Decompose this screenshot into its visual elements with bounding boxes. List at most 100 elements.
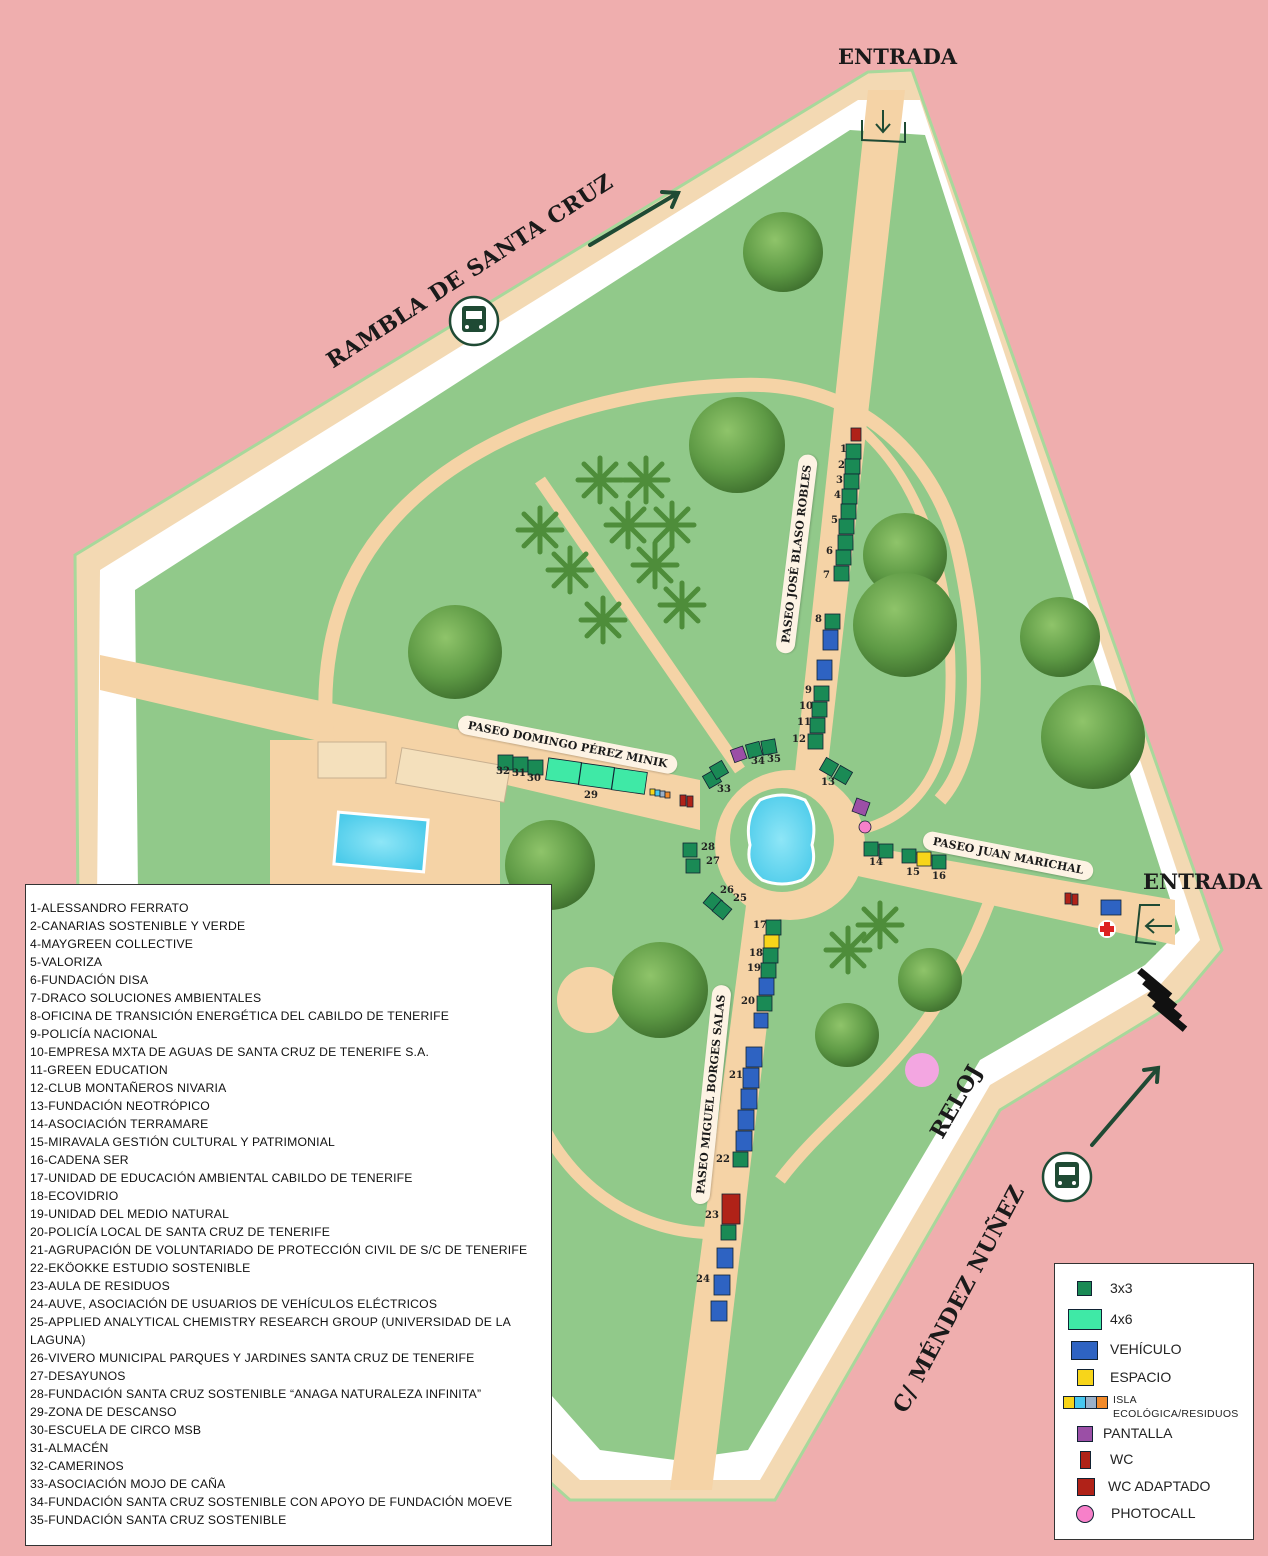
- legend-swatch: [1080, 1451, 1091, 1469]
- south-east-path: [775, 897, 996, 1184]
- list-item: 14-ASOCIACIÓN TERRAMARE: [30, 1117, 209, 1131]
- list-item: 30-ESCUELA DE CIRCO MSB: [30, 1423, 202, 1437]
- legend-item-4x6: 4x6: [1055, 1306, 1255, 1332]
- legend-label: ISLA ECOLÓGICA/RESIDUOS: [1113, 1394, 1239, 1420]
- court-a: [317, 741, 387, 779]
- list-item: 4-MAYGREEN COLLECTIVE: [30, 937, 194, 951]
- list-item: 25-APPLIED ANALYTICAL CHEMISTRY RESEARCH…: [30, 1315, 511, 1347]
- pool: [332, 810, 430, 874]
- list-item: 12-CLUB MONTAÑEROS NIVARIA: [30, 1081, 227, 1095]
- legend-item-eco-island: ISLA ECOLÓGICA/RESIDUOS: [1055, 1392, 1255, 1424]
- legend-label: WC: [1110, 1451, 1134, 1467]
- list-item: 8-OFICINA DE TRANSICIÓN ENERGÉTICA DEL C…: [30, 1009, 450, 1023]
- legend-swatch: [1077, 1478, 1095, 1496]
- legend-label: 4x6: [1110, 1311, 1133, 1327]
- stand-number-6: 6: [826, 546, 833, 557]
- stand-number-10: 10: [799, 701, 813, 712]
- central-fountain: [746, 793, 816, 886]
- list-item: 19-UNIDAD DEL MEDIO NATURAL: [30, 1207, 230, 1221]
- direction-arrow-icon: [1090, 1065, 1161, 1147]
- list-item: 7-DRACO SOLUCIONES AMBIENTALES: [30, 991, 262, 1005]
- list-item: 20-POLICÍA LOCAL DE SANTA CRUZ DE TENERI…: [30, 1225, 331, 1239]
- stand-number-33: 33: [717, 784, 731, 795]
- list-item: 10-EMPRESA MXTA DE AGUAS DE SANTA CRUZ D…: [30, 1045, 430, 1059]
- entrance-label-east: ENTRADA: [1143, 869, 1263, 894]
- legend-item-wc: WC: [1055, 1448, 1255, 1474]
- stand-number-3: 3: [836, 475, 843, 486]
- bus-icon: [1041, 1151, 1093, 1203]
- legend-label: PHOTOCALL: [1111, 1505, 1196, 1521]
- crosswalk-icon: [1137, 967, 1188, 1032]
- stand-number-35: 35: [767, 754, 781, 765]
- stand-number-2: 2: [838, 460, 845, 471]
- legend-swatch: [1068, 1309, 1102, 1330]
- legend-item-photocall: PHOTOCALL: [1055, 1502, 1255, 1528]
- list-item: 6-FUNDACIÓN DISA: [30, 973, 149, 987]
- list-item: 26-VIVERO MUNICIPAL PARQUES Y JARDINES S…: [30, 1351, 475, 1365]
- list-item: 11-GREEN EDUCATION: [30, 1063, 168, 1077]
- stand-number-12: 12: [792, 734, 806, 745]
- list-item: 35-FUNDACIÓN SANTA CRUZ SOSTENIBLE: [30, 1513, 287, 1527]
- legend-swatch: [1071, 1341, 1098, 1360]
- stand-number-8: 8: [815, 614, 822, 625]
- legend-swatch: [1077, 1369, 1094, 1386]
- legend-swatch: [1077, 1281, 1092, 1296]
- stand-number-23: 23: [705, 1210, 719, 1221]
- stand-number-20: 20: [741, 996, 755, 1007]
- legend-label: WC ADAPTADO: [1108, 1478, 1211, 1494]
- legend-item-screen: PANTALLA: [1055, 1422, 1255, 1448]
- list-item: 24-AUVE, ASOCIACIÓN DE USUARIOS DE VEHÍC…: [30, 1297, 438, 1311]
- stand-number-21: 21: [729, 1070, 743, 1081]
- stand-number-26: 26: [720, 885, 734, 896]
- map-legend: 3x3 4x6 VEHÍCULO ESPACIO ISLA ECOLÓGICA/…: [1054, 1263, 1254, 1540]
- court-b: [395, 747, 511, 803]
- entrance-arrow-icon: [1134, 904, 1172, 945]
- list-item: 29-ZONA DE DESCANSO: [30, 1405, 177, 1419]
- stand-number-25: 25: [733, 893, 747, 904]
- stand-number-15: 15: [906, 867, 920, 878]
- legend-item-3x3: 3x3: [1055, 1276, 1255, 1302]
- stand-number-11: 11: [797, 717, 811, 728]
- legend-swatch: [1096, 1396, 1108, 1409]
- list-item: 15-MIRAVALA GESTIÓN CULTURAL Y PATRIMONI…: [30, 1135, 336, 1149]
- stand-number-7: 7: [823, 570, 830, 581]
- stand-number-14: 14: [869, 857, 883, 868]
- stand-number-34: 34: [751, 756, 765, 767]
- stand-number-19: 19: [747, 963, 761, 974]
- stand-number-1: 1: [840, 444, 847, 455]
- list-item: 18-ECOVIDRIO: [30, 1189, 119, 1203]
- diagonal-path: [535, 476, 745, 774]
- stand-number-24: 24: [696, 1274, 710, 1285]
- tree-icons: [408, 212, 1145, 1087]
- stand-number-28: 28: [701, 842, 715, 853]
- legend-item-wc-adapted: WC ADAPTADO: [1055, 1474, 1255, 1500]
- list-item: 16-CADENA SER: [30, 1153, 129, 1167]
- stand-number-13: 13: [821, 777, 835, 788]
- list-item: 28-FUNDACIÓN SANTA CRUZ SOSTENIBLE “ANAG…: [30, 1387, 482, 1401]
- legend-swatch: [1077, 1426, 1093, 1442]
- list-item: 32-CAMERINOS: [30, 1459, 124, 1473]
- stand-number-16: 16: [932, 871, 946, 882]
- list-item: 21-AGRUPACIÓN DE VOLUNTARIADO DE PROTECC…: [30, 1243, 528, 1257]
- entrance-label-north: ENTRADA: [838, 44, 958, 69]
- palm-icons: [515, 455, 905, 975]
- list-item: 13-FUNDACIÓN NEOTRÓPICO: [30, 1099, 210, 1113]
- list-item: 33-ASOCIACIÓN MOJO DE CAÑA: [30, 1477, 226, 1491]
- east-promenade: [830, 840, 1175, 945]
- list-item: 31-ALMACÉN: [30, 1441, 109, 1455]
- list-item: 27-DESAYUNOS: [30, 1369, 126, 1383]
- stand-number-9: 9: [805, 685, 812, 696]
- stand-number-17: 17: [753, 920, 767, 931]
- list-item: 22-EKÖOKKE ESTUDIO SOSTENIBLE: [30, 1261, 251, 1275]
- list-item: 5-VALORIZA: [30, 955, 103, 969]
- legend-item-vehicle: VEHÍCULO: [1055, 1338, 1255, 1364]
- list-item: 9-POLICÍA NACIONAL: [30, 1027, 158, 1041]
- first-aid-icon: [1098, 920, 1116, 938]
- stand-number-22: 22: [716, 1154, 730, 1165]
- stand-number-4: 4: [834, 490, 841, 501]
- legend-label: ESPACIO: [1110, 1369, 1172, 1385]
- legend-swatch: [1076, 1505, 1094, 1523]
- direction-arrow-icon: [588, 190, 681, 247]
- list-item: 17-UNIDAD DE EDUCACIÓN AMBIENTAL CABILDO…: [30, 1171, 413, 1185]
- stand-number-27: 27: [706, 856, 720, 867]
